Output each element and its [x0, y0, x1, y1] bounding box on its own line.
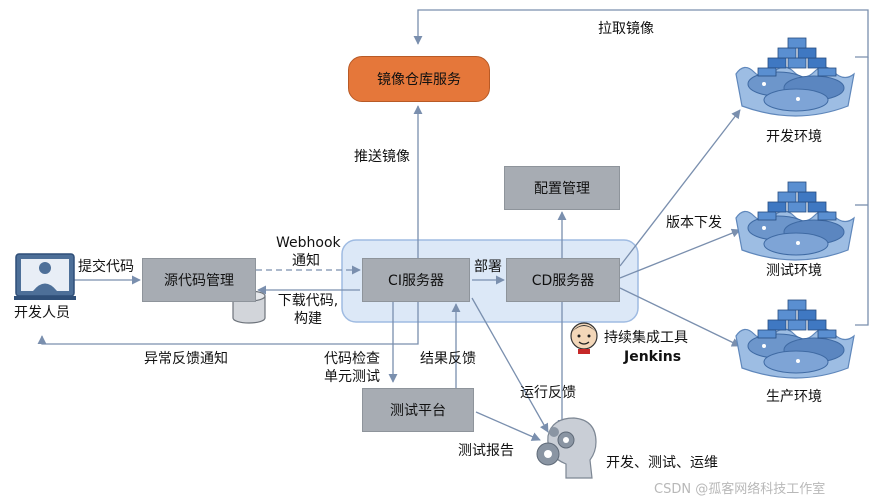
- error-feedback-arrow: [37, 300, 419, 345]
- jenkins-butler-icon: [570, 322, 598, 354]
- source-code-management-node: 源代码管理: [142, 258, 256, 302]
- deploy-label: 部署: [474, 259, 502, 275]
- pull-image-path: [413, 9, 869, 58]
- test-report-label: 测试报告: [458, 443, 514, 459]
- run-feedback-ci-arrow: [471, 297, 549, 433]
- test-platform-node: 测试平台: [362, 388, 474, 432]
- dev-environment-whale-icon: [735, 37, 855, 117]
- watermark: CSDN @孤客网络科技工作室: [654, 482, 826, 497]
- gear-head-icon: [536, 417, 597, 479]
- config-management-node: 配置管理: [504, 166, 620, 210]
- prod-environment-label: 生产环境: [766, 389, 822, 405]
- error-feedback-label: 异常反馈通知: [144, 351, 228, 367]
- dev-environment-label: 开发环境: [766, 129, 822, 145]
- developer-label: 开发人员: [14, 305, 70, 321]
- release-label: 版本下发: [666, 215, 722, 231]
- test-report-arrow: [475, 411, 541, 441]
- test-environment-label: 测试环境: [766, 263, 822, 279]
- test-environment-whale-icon: [735, 181, 855, 261]
- download-code-label-line1: 下载代码,: [277, 293, 339, 309]
- push-image-label: 推送镜像: [354, 149, 410, 165]
- cd-server-node: CD服务器: [506, 258, 620, 302]
- release-prod-arrow: [619, 287, 741, 347]
- registry-service-node: 镜像仓库服务: [348, 56, 490, 102]
- pull-image-label: 拉取镜像: [598, 21, 654, 37]
- run-feedback-label: 运行反馈: [520, 385, 576, 401]
- ci-server-node: CI服务器: [362, 258, 470, 302]
- pull-image-branch-prod: [855, 57, 869, 326]
- code-check-label-line2: 单元测试: [324, 369, 380, 385]
- release-dev-arrow: [619, 109, 741, 267]
- webhook-label-line1: Webhook: [276, 235, 341, 251]
- jenkins-label-line2: Jenkins: [624, 349, 682, 365]
- team-label: 开发、测试、运维: [606, 455, 718, 471]
- commit-code-label: 提交代码: [78, 259, 134, 275]
- download-code-label-line2: 构建: [294, 311, 322, 327]
- release-test-arrow: [619, 228, 741, 279]
- result-feedback-label: 结果反馈: [420, 351, 476, 367]
- jenkins-label-line1: 持续集成工具: [604, 330, 688, 346]
- code-check-label-line1: 代码检查: [324, 351, 380, 367]
- prod-environment-whale-icon: [735, 299, 855, 379]
- webhook-label-line2: 通知: [292, 253, 320, 269]
- developer-monitor-icon: [14, 253, 76, 300]
